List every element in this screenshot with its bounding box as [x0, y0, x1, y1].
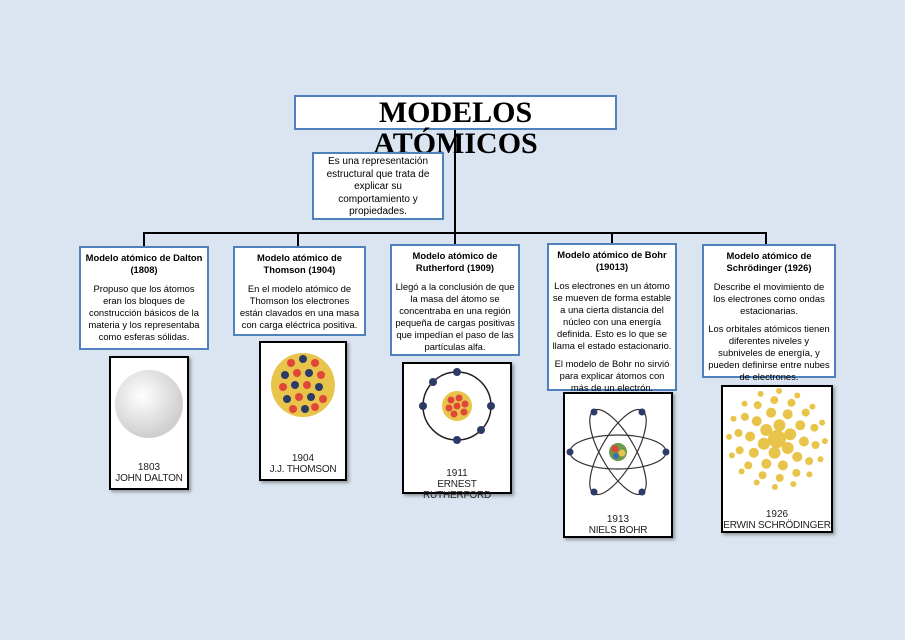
model-text: Propuso que los átomos eran los bloques … — [88, 283, 200, 342]
model-heading: Modelo atómico de Schrödinger (1926) — [726, 250, 812, 273]
connector-thomson — [297, 232, 299, 246]
image-year: 1803 — [137, 462, 161, 473]
connector-schrodinger — [765, 232, 767, 246]
connector-dalton — [143, 232, 145, 246]
rutherford-atom-illustration — [419, 368, 495, 444]
model-box-rutherford: Modelo atómico de Rutherford (1909) Lleg… — [390, 244, 520, 356]
model-text: Describe el movimiento de los electrones… — [713, 281, 825, 316]
bohr-image-card: 1913 NIELS BOHR — [563, 392, 673, 538]
image-scientist: JOHN DALTON — [115, 473, 183, 484]
model-heading: Modelo atómico de Rutherford (1909) — [412, 250, 498, 273]
image-scientist: ERWIN SCHRÖDINGER — [723, 520, 831, 531]
solid-sphere-illustration — [115, 370, 183, 438]
connector-title-trunk — [454, 130, 456, 234]
image-scientist: ERNEST RUTHERFORD — [423, 479, 491, 501]
image-scientist: NIELS BOHR — [588, 525, 648, 536]
image-scientist: J.J. THOMSON — [269, 464, 337, 475]
thomson-image-card: 1904 J.J. THOMSON — [259, 341, 347, 481]
schrodinger-image-card: 1926 ERWIN SCHRÖDINGER — [721, 385, 833, 533]
model-box-thomson: Modelo atómico de Thomson (1904) En el m… — [233, 246, 366, 336]
definition-box: Es una representación estructural que tr… — [312, 152, 444, 220]
image-year: 1926 — [765, 509, 789, 520]
model-text: Los orbitales atómicos tienen diferentes… — [708, 323, 830, 382]
model-heading: Modelo atómico de Thomson (1904) — [257, 252, 342, 275]
model-box-schrodinger: Modelo atómico de Schrödinger (1926) Des… — [702, 244, 836, 382]
model-heading: Modelo atómico de Dalton (1808) — [85, 252, 203, 275]
model-text: El modelo de Bohr no sirvió para explica… — [554, 358, 670, 393]
page-title: MODELOS ATÓMICOS — [294, 95, 617, 159]
plum-pudding-illustration — [271, 353, 335, 417]
model-box-bohr: Modelo atómico de Bohr (19013) Los elect… — [547, 243, 677, 393]
rutherford-image-card: 1911 ERNEST RUTHERFORD — [402, 362, 512, 501]
model-text: En el modelo atómico de Thomson los elec… — [239, 283, 360, 330]
model-heading: Modelo atómico de Bohr (19013) — [557, 249, 667, 272]
model-text: Los electrones en un átomo se mueven de … — [552, 280, 672, 351]
bohr-atom-illustration — [566, 408, 670, 496]
image-year: 1904 — [291, 453, 315, 464]
image-year: 1913 — [606, 514, 630, 525]
model-box-dalton: Modelo atómico de Dalton (1808) Propuso … — [79, 246, 209, 350]
connector-bohr — [611, 232, 613, 246]
electron-cloud-illustration — [726, 388, 828, 490]
connector-rutherford — [454, 232, 456, 246]
dalton-image-card: 1803 JOHN DALTON — [109, 356, 189, 490]
model-text: Llegó a la conclusión de que la masa del… — [395, 281, 515, 352]
image-year: 1911 — [446, 468, 468, 479]
